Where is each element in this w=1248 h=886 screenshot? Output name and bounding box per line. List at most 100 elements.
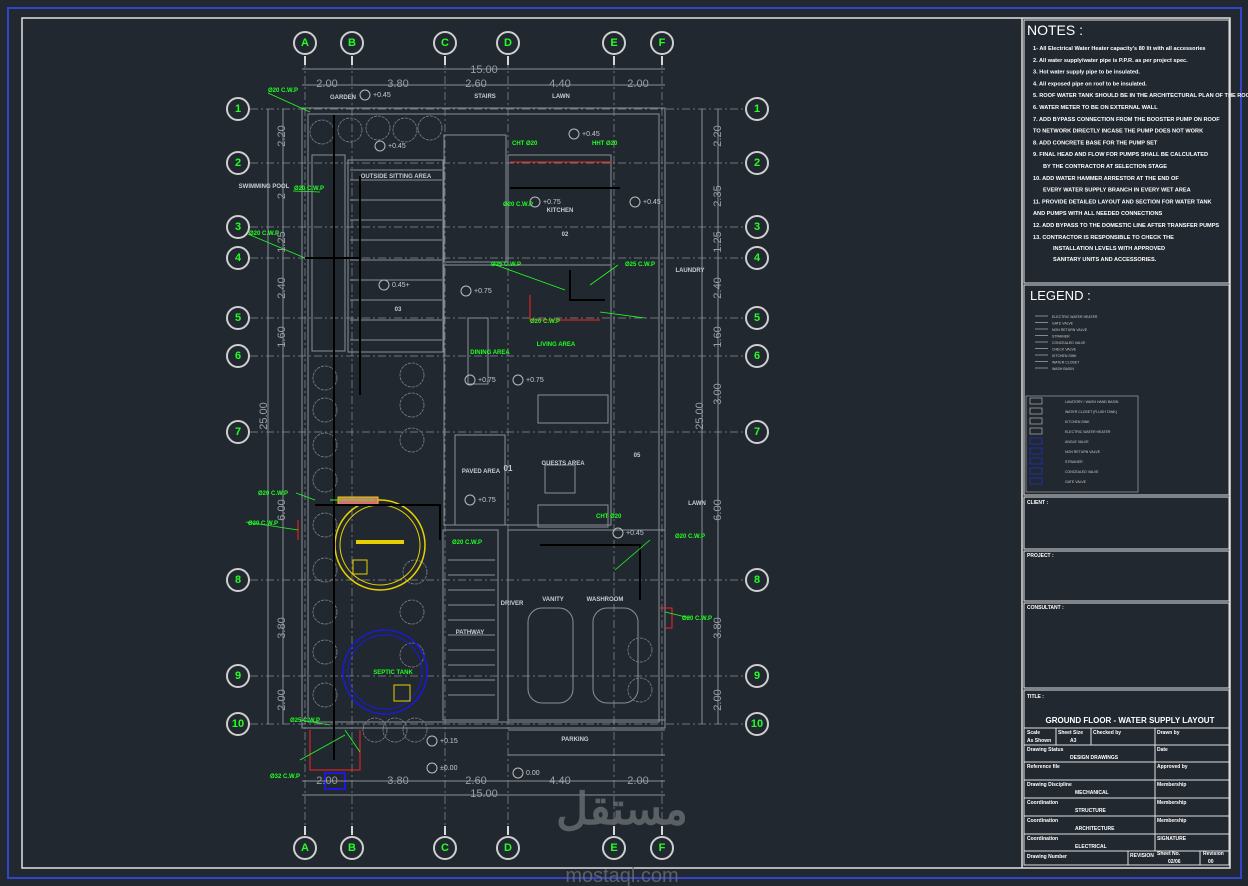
dimension-segment: 2.60 [465, 78, 486, 90]
legend-item: GATE VALVE [1052, 322, 1074, 326]
coordination-label: Coordination [1027, 800, 1058, 806]
tree-icon [399, 362, 425, 388]
legend-item: ELECTRIC WATER HEATER [1052, 315, 1098, 319]
legend-symbol-icon [1029, 447, 1043, 455]
legend-symbol-icon [1029, 467, 1043, 475]
dimension-total: 15.00 [470, 788, 498, 800]
building-outline [301, 107, 666, 756]
room-label: 01 [504, 464, 513, 473]
dimension-segment: 2.00 [627, 775, 648, 787]
level-marker-icon [426, 762, 438, 774]
note-item: 9. FINAL HEAD AND FLOW FOR PUMPS SHALL B… [1033, 152, 1208, 158]
pipe-label: Ø20 C.W.P [682, 616, 712, 622]
grid-bubble-col [340, 836, 364, 860]
dimension-segment: 3.80 [712, 617, 724, 638]
dimensions: 15.0015.002.002.003.803.802.602.604.404.… [258, 64, 724, 800]
grid-label-row: 3 [235, 221, 241, 233]
grid-bubble-row [745, 664, 769, 688]
revision-header: REVISION [1130, 853, 1154, 859]
level-marker-icon [464, 374, 476, 386]
tree-icon [362, 717, 388, 743]
grid-bubble-row [226, 420, 250, 444]
grid-label-row: 9 [235, 670, 241, 682]
note-item: EVERY WATER SUPPLY BRANCH IN EVERY WET A… [1043, 188, 1191, 194]
legend-symbol-icon [1029, 477, 1043, 485]
room-label: 05 [634, 453, 641, 459]
room-label: PATHWAY [456, 630, 485, 636]
room-label: KITCHEN [547, 208, 574, 214]
tree-icon [382, 717, 408, 743]
dimension-total: 25.00 [694, 402, 706, 430]
dimension-segment: 1.25 [712, 231, 724, 252]
room-label: PARKING [561, 737, 589, 743]
note-item: INSTALLATION LEVELS WITH APPROVED [1053, 246, 1165, 252]
legend-item: KITCHEN SINK [1065, 420, 1090, 424]
grid-bubble-col [340, 31, 364, 55]
watermark-arabic: مستقل [556, 785, 688, 834]
tank-label-bar [356, 540, 404, 544]
level-marker-icon [359, 89, 371, 101]
pipe-label: Ø20 C.W.P [675, 534, 705, 540]
grid-label-row: 8 [235, 574, 241, 586]
legend-item: CHECK VALVE [1052, 348, 1077, 352]
coordination-value: ELECTRICAL [1075, 844, 1107, 850]
legend-item: NON RETURN VALVE [1052, 328, 1088, 332]
room-label: GARDEN [330, 95, 356, 101]
grid-label-col: B [348, 842, 356, 854]
status-value: DESIGN DRAWINGS [1070, 755, 1119, 761]
legend-item: CONCEALED VALVE [1065, 470, 1099, 474]
tree-icon [402, 559, 428, 585]
note-item: 10. ADD WATER HAMMER ARRESTOR AT THE END… [1033, 176, 1179, 182]
grid-bubble-row [226, 151, 250, 175]
grid-label-row: 4 [754, 252, 761, 264]
discipline-label: Drawing Discipline [1027, 782, 1072, 788]
tree-icon [312, 467, 338, 493]
pipe-label: Ø20 C.W.P [258, 491, 288, 497]
legend-symbol-icon [1029, 417, 1043, 425]
legend-item: WASH BASIN [1052, 367, 1074, 371]
car-icon [527, 607, 574, 704]
grid-bubble-row [226, 306, 250, 330]
dimension-total: 15.00 [470, 64, 498, 76]
legend-item: GATE VALVE [1065, 480, 1087, 484]
grid-bubble-row [226, 344, 250, 368]
sheet-border [21, 17, 1231, 869]
level-value: +0.45 [582, 131, 600, 138]
discipline-value: MECHANICAL [1075, 790, 1109, 796]
room-label: STAIRS [474, 94, 496, 100]
trees [309, 115, 653, 743]
dimension-segment: 6.00 [712, 499, 724, 520]
grid-label-row: 5 [235, 312, 241, 324]
grid-bubble-row [745, 151, 769, 175]
level-value: +0.45 [643, 199, 661, 206]
grid-label-row: 5 [754, 312, 760, 324]
room-label: 03 [395, 307, 402, 313]
legend-item: WATER CLOSET [1052, 361, 1080, 365]
grid-bubble-col [293, 836, 317, 860]
grid-bubble-row [226, 246, 250, 270]
tank-manhole-icon [352, 559, 368, 575]
grid-label-row: 10 [232, 718, 244, 730]
septic-tank-circle [342, 629, 428, 715]
title-label: TITLE : [1027, 694, 1044, 700]
reference-label: Reference file [1027, 764, 1060, 770]
level-value: +0.15 [440, 738, 458, 745]
dimension-segment: 2.20 [712, 125, 724, 146]
grid-bubble-row [745, 215, 769, 239]
room-label: PAVED AREA [462, 469, 501, 475]
tree-icon [312, 639, 338, 665]
grid-label-row: 6 [754, 350, 760, 362]
level-value: +0.75 [474, 288, 492, 295]
dimension-segment: 2.00 [316, 775, 337, 787]
level-marker-icon [512, 767, 524, 779]
legend-symbol-icon [1029, 437, 1043, 445]
pipe-label: Ø20 C.W.P [268, 88, 298, 94]
grid-bubble-row [745, 712, 769, 736]
grid-label-row: 10 [751, 718, 763, 730]
grid-bubble-row [745, 344, 769, 368]
note-item: 12. ADD BYPASS TO THE DOMESTIC LINE AFTE… [1033, 223, 1219, 229]
level-marks: +0.45+0.45+0.45+0.75+0.450.45++0.75+0.75… [359, 89, 661, 779]
